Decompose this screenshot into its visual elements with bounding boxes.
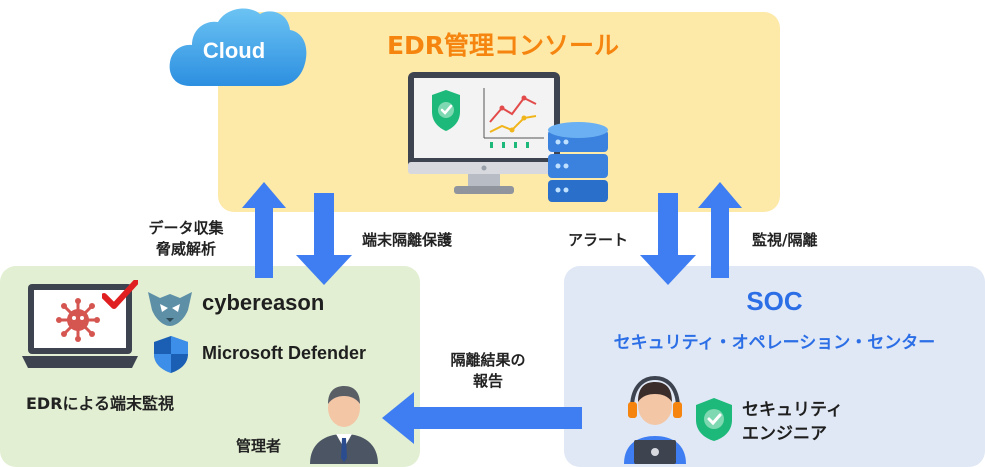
label-collect-line2: 脅威解析 [155,240,216,258]
label-report-line2: 報告 [472,372,503,390]
label-monitor-isolate: 監視/隔離 [752,231,818,249]
cybereason-brand: cybereason [202,290,325,315]
cloud-icon: Cloud [168,4,308,88]
label-alert: アラート [568,231,629,249]
arrow-down-isolate [296,193,352,285]
administrator-label: 管理者 [236,437,282,455]
soc-title: SOC [746,286,803,316]
administrator-icon [308,378,380,464]
label-report-line1: 隔離結果の [450,351,526,369]
cloud-label: Cloud [202,38,266,63]
soc-subtitle: セキュリティ・オペレーション・センター [613,333,936,353]
soc-panel [564,266,985,467]
security-engineer-icon [620,374,690,464]
arrow-up-collect [242,182,286,278]
arrow-left-report [382,392,582,444]
edr-console-title: EDR管理コンソール [386,31,620,60]
arrow-down-alert [640,193,696,285]
red-check-icon [102,280,138,312]
label-collect: データ収集 脅威解析 [134,218,238,260]
edr-monitoring-label: EDRによる端末監視 [26,394,175,413]
green-shield-icon [694,396,734,442]
security-engineer-label: セキュリティ エンジニア [742,398,862,446]
label-report: 隔離結果の 報告 [428,350,548,392]
defender-shield-icon [152,334,190,374]
security-engineer-label-line1: セキュリティ [742,400,843,420]
cybereason-logo-icon [146,288,194,328]
monitor-icon [406,70,562,200]
database-icon [546,120,610,206]
label-isolate-protect: 端末隔離保護 [362,231,453,249]
arrow-up-monitor [698,182,742,278]
defender-brand: Microsoft Defender [202,343,367,363]
label-collect-line1: データ収集 [148,219,224,237]
security-engineer-label-line2: エンジニア [742,424,827,444]
